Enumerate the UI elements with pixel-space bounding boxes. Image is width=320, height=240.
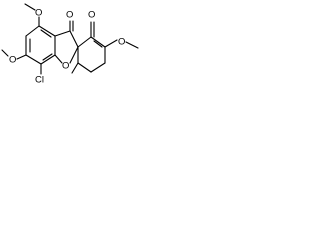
bond — [16, 54, 27, 60]
methoxy-group-top: O — [24, 3, 42, 27]
atom-label: Cl — [35, 75, 44, 86]
benzene-ring — [25, 25, 56, 65]
bond — [38, 25, 56, 37]
methoxy-group-right: O — [104, 37, 139, 49]
bond — [25, 25, 40, 37]
atom-label: O — [9, 55, 16, 66]
bond — [125, 41, 139, 49]
bond — [1, 49, 9, 57]
bond — [69, 46, 79, 64]
methyl-group — [71, 62, 79, 74]
bond — [77, 62, 92, 73]
bond — [69, 30, 79, 48]
atom-label: O — [62, 61, 69, 72]
bond — [24, 3, 36, 11]
bond — [71, 62, 79, 74]
cyclohexenone-ring — [77, 36, 106, 73]
atom-label: O — [118, 37, 125, 48]
methoxy-group-left: O — [1, 49, 27, 66]
atom-label: O — [66, 10, 73, 21]
double-bond-inner — [42, 53, 53, 61]
bond — [77, 36, 92, 48]
atom-label: O — [35, 8, 42, 19]
bond — [90, 62, 106, 73]
bond — [90, 36, 106, 48]
bond — [25, 54, 42, 65]
chlorine-substituent: Cl — [35, 63, 44, 86]
furanone-ring: O — [54, 30, 79, 72]
bond — [104, 39, 118, 48]
bond — [54, 30, 71, 37]
ketone-top-left: O — [66, 10, 74, 32]
chemical-structure: O O Cl O O O — [1, 3, 139, 86]
double-bond-inner — [40, 29, 52, 38]
atom-label: O — [88, 10, 95, 21]
bond — [54, 54, 63, 64]
bond — [40, 54, 56, 65]
double-bond-inner — [93, 40, 103, 48]
ketone-top-right: O — [88, 10, 95, 38]
